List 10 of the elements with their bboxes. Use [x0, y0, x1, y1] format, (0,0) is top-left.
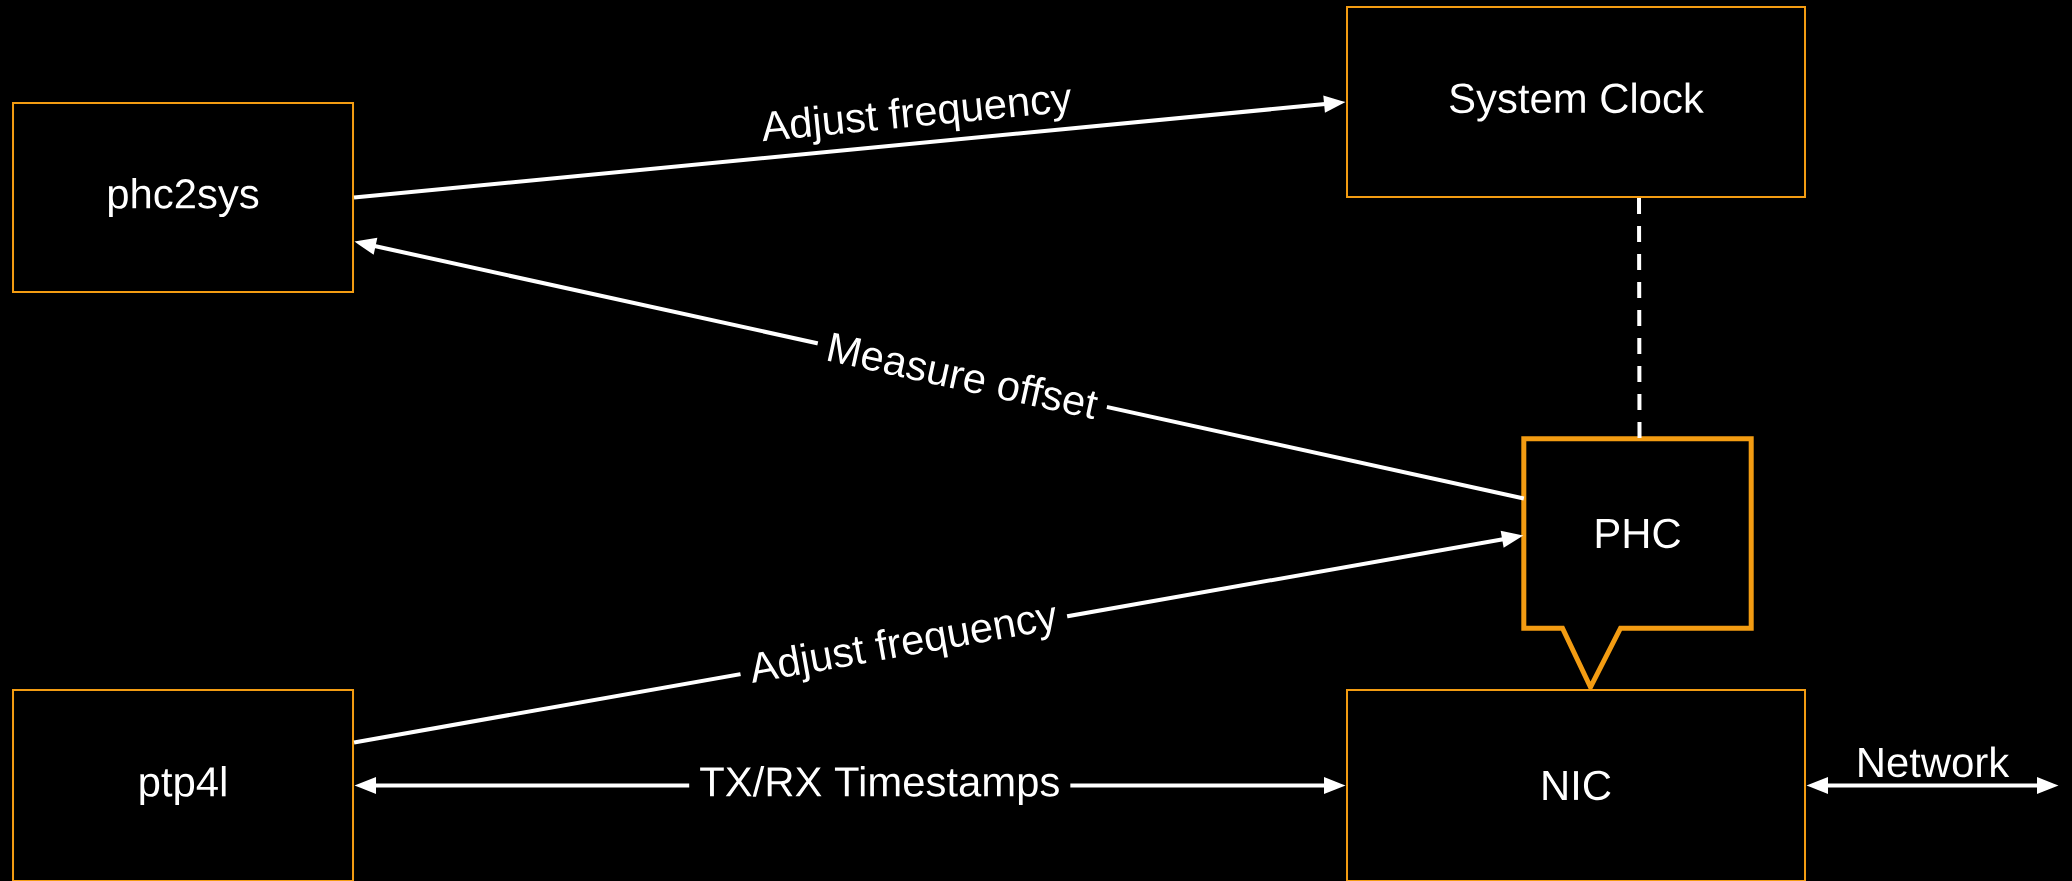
process-box: NIC	[1346, 689, 1806, 881]
edge-label: Adjust frequency	[762, 89, 1071, 145]
edge-label: Network	[1859, 746, 2010, 778]
edge-label: TX/RX Timestamps	[689, 756, 1071, 815]
process-box: System Clock	[1346, 6, 1806, 198]
process-box: ptp4l	[12, 689, 354, 881]
edge-label: Adjust frequency	[735, 587, 1073, 704]
edge-label: Measure offset	[812, 318, 1113, 432]
callout-box: PHC	[1521, 436, 1754, 693]
process-box: phc2sys	[12, 102, 354, 293]
